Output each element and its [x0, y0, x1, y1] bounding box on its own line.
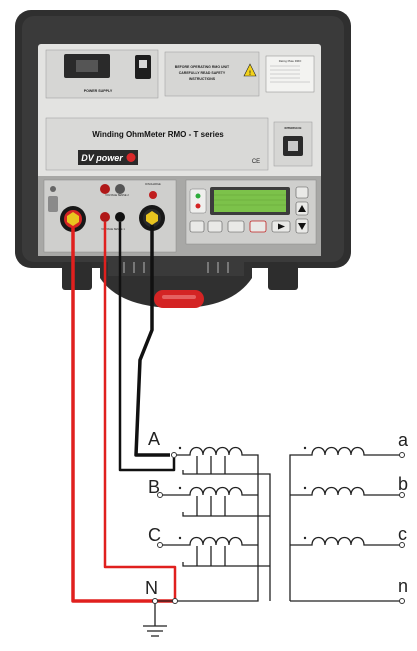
warning-line-2: CAREFULLY READ SAFETY [179, 71, 226, 75]
status-led-red [195, 203, 201, 209]
warning-triangle-icon [243, 63, 257, 77]
winding-sec-a [289, 446, 400, 601]
earth-ground-icon [143, 601, 167, 637]
brand-logo [78, 150, 138, 165]
voltage-sense-2-red-jack[interactable] [100, 184, 110, 194]
stop-button[interactable] [249, 220, 267, 233]
red-sense-lead [103, 222, 177, 601]
function-button-2[interactable] [207, 220, 223, 233]
black-sense-lead [118, 222, 176, 472]
label-C: C [148, 525, 161, 545]
voltage-sense-1-black-jack[interactable] [115, 212, 125, 222]
esc-button[interactable] [295, 186, 309, 199]
discharge-indicator [149, 191, 157, 199]
terminal-dots [152, 452, 405, 604]
interface-label: INTERFACE [284, 126, 301, 130]
function-button-3[interactable] [227, 220, 245, 233]
voltage-sense-2-black-jack[interactable] [115, 184, 125, 194]
winding-c [160, 536, 258, 546]
label-b: b [398, 474, 408, 494]
up-arrow-icon [298, 205, 306, 212]
label-n: n [398, 576, 408, 596]
nameplate-title: Winding OhmMeter RMO - T series [92, 130, 224, 139]
status-led-green [195, 193, 201, 199]
power-supply-label: POWER SUPPLY [84, 89, 113, 93]
down-arrow-icon [298, 223, 306, 230]
warning-line-1: BEFORE OPERATING RMO UNIT [175, 65, 230, 69]
test-leads [71, 222, 177, 603]
brand-text: DV power [81, 153, 123, 163]
label-A: A [148, 429, 160, 449]
red-current-lead [71, 226, 175, 603]
discharge-label: DISCHARGE [145, 182, 161, 186]
warning-line-3: INSTRUCTIONS [189, 77, 216, 81]
foot-right [268, 262, 298, 290]
winding-sec-b [290, 486, 400, 496]
label-c: c [398, 524, 407, 544]
svg-text:!: ! [249, 71, 251, 77]
winding-a [155, 446, 259, 602]
rating-plate-title: Rating Plate RMO [279, 59, 302, 63]
black-current-lead [134, 225, 170, 457]
foot-left [62, 262, 92, 290]
instrument: POWER SUPPLY BEFORE OPERATING RMO UNIT C… [15, 10, 351, 308]
terminal-labels: A B C N a b c n [145, 429, 409, 598]
ce-mark: CE [252, 159, 260, 165]
winding-b [160, 486, 258, 496]
label-B: B [148, 477, 160, 497]
label-a: a [398, 430, 409, 450]
winding-sec-c [290, 536, 400, 546]
voltage-sense-2-label: VOLTAGE SENSE 2 [105, 193, 129, 197]
function-button-1[interactable] [189, 220, 205, 233]
transformer [143, 446, 400, 637]
label-N: N [145, 578, 158, 598]
voltage-sense-1-red-jack[interactable] [100, 212, 110, 222]
play-icon [278, 223, 285, 230]
polarity-dots [178, 446, 307, 540]
voltage-sense-1-label: VOLTAGE SENSE 1 [101, 227, 125, 231]
